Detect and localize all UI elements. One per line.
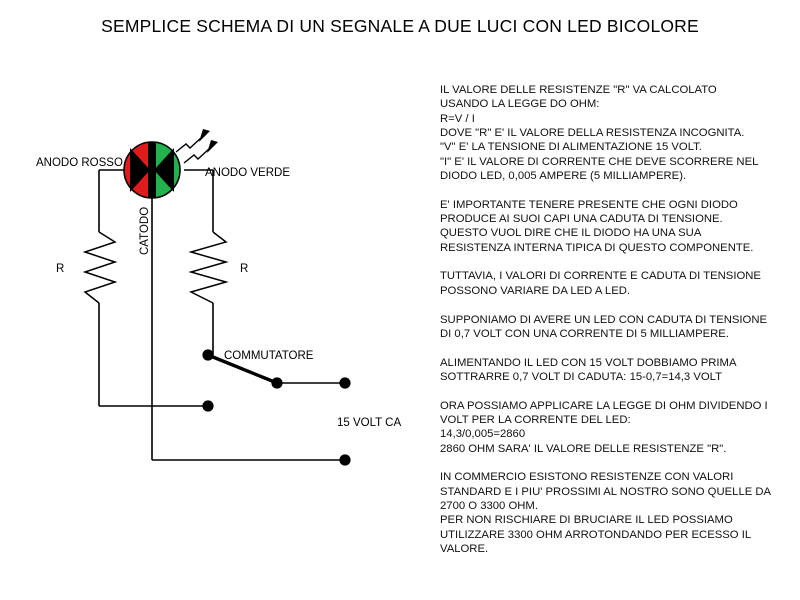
led-diode-triangle-left xyxy=(130,148,150,192)
explanatory-notes: IL VALORE DELLE RESISTENZE "R" VA CALCOL… xyxy=(440,83,780,556)
note-paragraph: SUPPONIAMO DI AVERE UN LED CON CADUTA DI… xyxy=(440,313,768,340)
circuit-schematic: R R xyxy=(36,129,401,466)
resistor-right-label: R xyxy=(240,263,248,275)
switch-blade[interactable] xyxy=(206,353,279,385)
switch-contact-node-lower[interactable] xyxy=(202,400,214,412)
led-cathode-bar xyxy=(148,142,156,198)
note-paragraph: ALIMENTANDO IL LED CON 15 VOLT DOBBIAMO … xyxy=(440,356,737,383)
resistor-left xyxy=(82,231,118,304)
switch-contact-node[interactable] xyxy=(271,377,283,389)
label-catodo: CATODO xyxy=(139,207,151,255)
supply-terminal-bottom xyxy=(339,454,351,466)
resistor-right xyxy=(188,231,229,304)
led-diode-triangle-right xyxy=(154,148,174,192)
note-paragraph: ORA POSSIAMO APPLICARE LA LEGGE DI OHM D… xyxy=(440,399,768,455)
supply-terminal-top xyxy=(339,377,351,389)
switch-pivot-node[interactable] xyxy=(202,349,214,361)
label-commutatore: COMMUTATORE xyxy=(224,350,314,362)
page-title: SEMPLICE SCHEMA DI UN SEGNALE A DUE LUCI… xyxy=(101,16,699,36)
note-paragraph: E' IMPORTANTE TENERE PRESENTE CHE OGNI D… xyxy=(440,198,754,254)
label-anodo-rosso: ANODO ROSSO xyxy=(36,157,123,169)
note-paragraph: IN COMMERCIO ESISTONO RESISTENZE CON VAL… xyxy=(440,471,772,555)
bicolor-led xyxy=(123,129,218,199)
led-emission-rays xyxy=(175,129,218,164)
label-supply-voltage: 15 VOLT CA xyxy=(337,417,401,429)
resistor-left-label: R xyxy=(56,263,64,275)
label-anodo-verde: ANODO VERDE xyxy=(205,167,290,179)
note-paragraph: TUTTAVIA, I VALORI DI CORRENTE E CADUTA … xyxy=(440,270,761,297)
note-paragraph: IL VALORE DELLE RESISTENZE "R" VA CALCOL… xyxy=(440,84,759,183)
